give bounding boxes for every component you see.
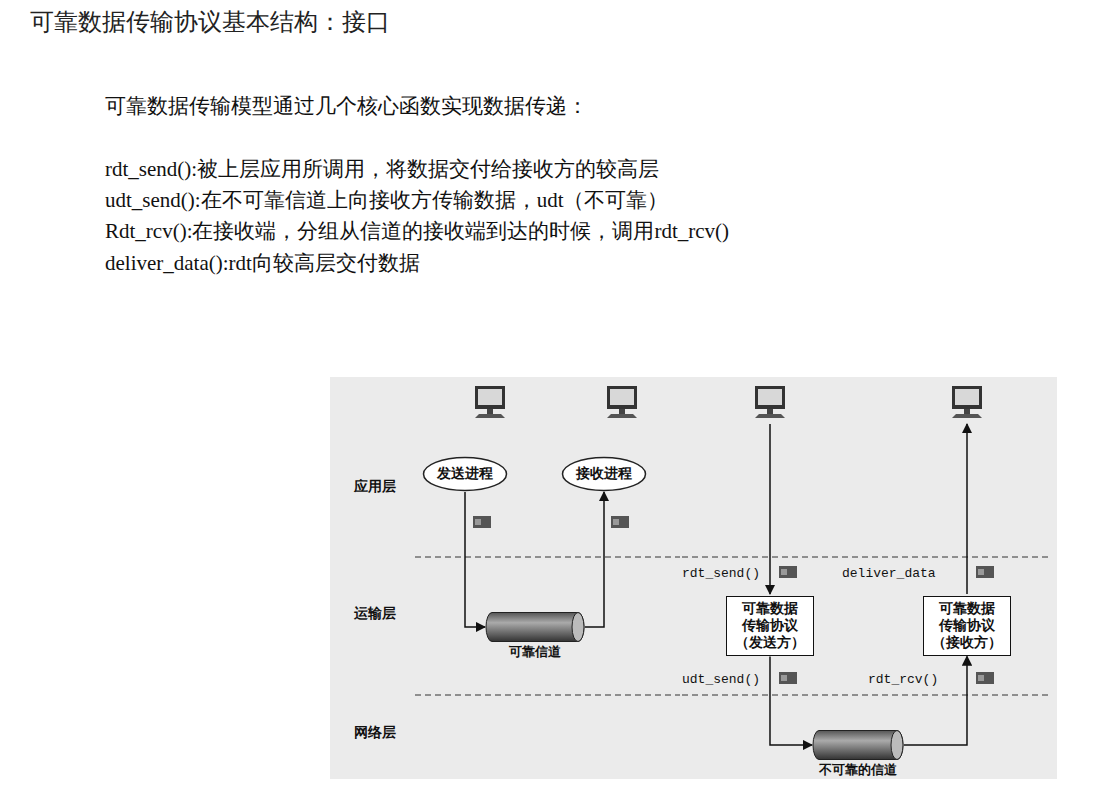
function-description: Rdt_rcv():在接收端，分组从信道的接收端到达的时候，调用rdt_rcv(… bbox=[105, 217, 729, 245]
function-name: udt_send() bbox=[682, 672, 760, 687]
ellipse-outline bbox=[424, 458, 507, 491]
data-arrow bbox=[769, 424, 771, 594]
computer-icon bbox=[607, 386, 637, 418]
title-holder: 可靠数据传输协议基本结构：接口 bbox=[30, 6, 390, 38]
node-text: 可靠数据 传输协议 （发送方） bbox=[734, 601, 807, 651]
packet-icon bbox=[473, 516, 994, 684]
node-text: 接收进程 bbox=[576, 465, 632, 483]
protocol-box: 可靠数据 传输协议 （发送方） bbox=[726, 596, 815, 656]
data-flow-arrow bbox=[465, 492, 485, 627]
function-name: rdt_rcv() bbox=[868, 672, 938, 687]
layer-boundary bbox=[682, 695, 1050, 696]
data-flow-arrow bbox=[770, 656, 812, 745]
computer-icon bbox=[755, 386, 785, 418]
computer-icon bbox=[475, 386, 505, 418]
function-name: deliver_data bbox=[842, 566, 936, 581]
label-holder: 网络层 bbox=[354, 724, 396, 742]
pipe-end bbox=[891, 731, 903, 760]
label-holder: deliver_data():rdt向较高层交付数据 bbox=[105, 249, 420, 277]
label-holder: 应用层 bbox=[354, 478, 396, 496]
page-title: 可靠数据传输协议基本结构：接口 bbox=[30, 6, 390, 38]
node-text: 不可靠的信道 bbox=[812, 761, 904, 779]
pipe-body bbox=[813, 731, 903, 760]
function-name: rdt_send() bbox=[682, 566, 760, 581]
label-holder: deliver_data bbox=[842, 566, 936, 581]
layer-boundary bbox=[415, 557, 680, 558]
intro-text: 可靠数据传输模型通过几个核心函数实现数据传递： bbox=[105, 92, 588, 120]
function-description: deliver_data():rdt向较高层交付数据 bbox=[105, 249, 420, 277]
scan-background bbox=[330, 377, 1057, 779]
node-text: 发送进程 bbox=[437, 465, 493, 483]
label-holder: rdt_rcv() bbox=[868, 672, 938, 687]
layer-boundary bbox=[415, 695, 680, 696]
ellipse-outline bbox=[563, 458, 646, 491]
function-description: udt_send():在不可靠信道上向接收方传输数据，udt（不可靠） bbox=[105, 186, 668, 214]
data-arrow bbox=[966, 424, 968, 594]
function-description: rdt_send():被上层应用所调用，将数据交付给接收方的较高层 bbox=[105, 155, 659, 183]
label-holder: Rdt_rcv():在接收端，分组从信道的接收端到达的时候，调用rdt_rcv(… bbox=[105, 217, 729, 245]
layer-boundary bbox=[682, 557, 1050, 558]
channel-pipe: 不可靠的信道 bbox=[812, 730, 904, 780]
data-flow-arrow bbox=[585, 492, 604, 627]
protocol-box: 可靠数据 传输协议 （接收方） bbox=[923, 596, 1012, 656]
layer-name: 网络层 bbox=[354, 724, 396, 742]
label-holder: 运输层 bbox=[354, 605, 396, 623]
label-holder: rdt_send() bbox=[682, 566, 760, 581]
label-holder: udt_send() bbox=[682, 672, 760, 687]
process-ellipse: 接收进程 bbox=[561, 456, 647, 492]
process-ellipse: 发送进程 bbox=[422, 456, 508, 492]
pipe-shape bbox=[812, 730, 904, 760]
channel-pipe: 可靠信道 bbox=[485, 612, 585, 662]
label-holder: udt_send():在不可靠信道上向接收方传输数据，udt（不可靠） bbox=[105, 186, 668, 214]
computer-icon bbox=[952, 386, 982, 418]
layer-name: 应用层 bbox=[354, 478, 396, 496]
layer-name: 运输层 bbox=[354, 605, 396, 623]
label-holder: rdt_send():被上层应用所调用，将数据交付给接收方的较高层 bbox=[105, 155, 659, 183]
pipe-body bbox=[486, 613, 584, 642]
node-text: 可靠数据 传输协议 （接收方） bbox=[931, 601, 1004, 651]
node-text: 可靠信道 bbox=[485, 643, 585, 661]
packet-stripe bbox=[475, 519, 984, 681]
data-flow-arrow bbox=[904, 656, 967, 745]
pipe-end bbox=[572, 613, 584, 642]
pipe-shape bbox=[485, 612, 585, 642]
label-holder: 可靠数据传输模型通过几个核心函数实现数据传递： bbox=[105, 92, 588, 120]
